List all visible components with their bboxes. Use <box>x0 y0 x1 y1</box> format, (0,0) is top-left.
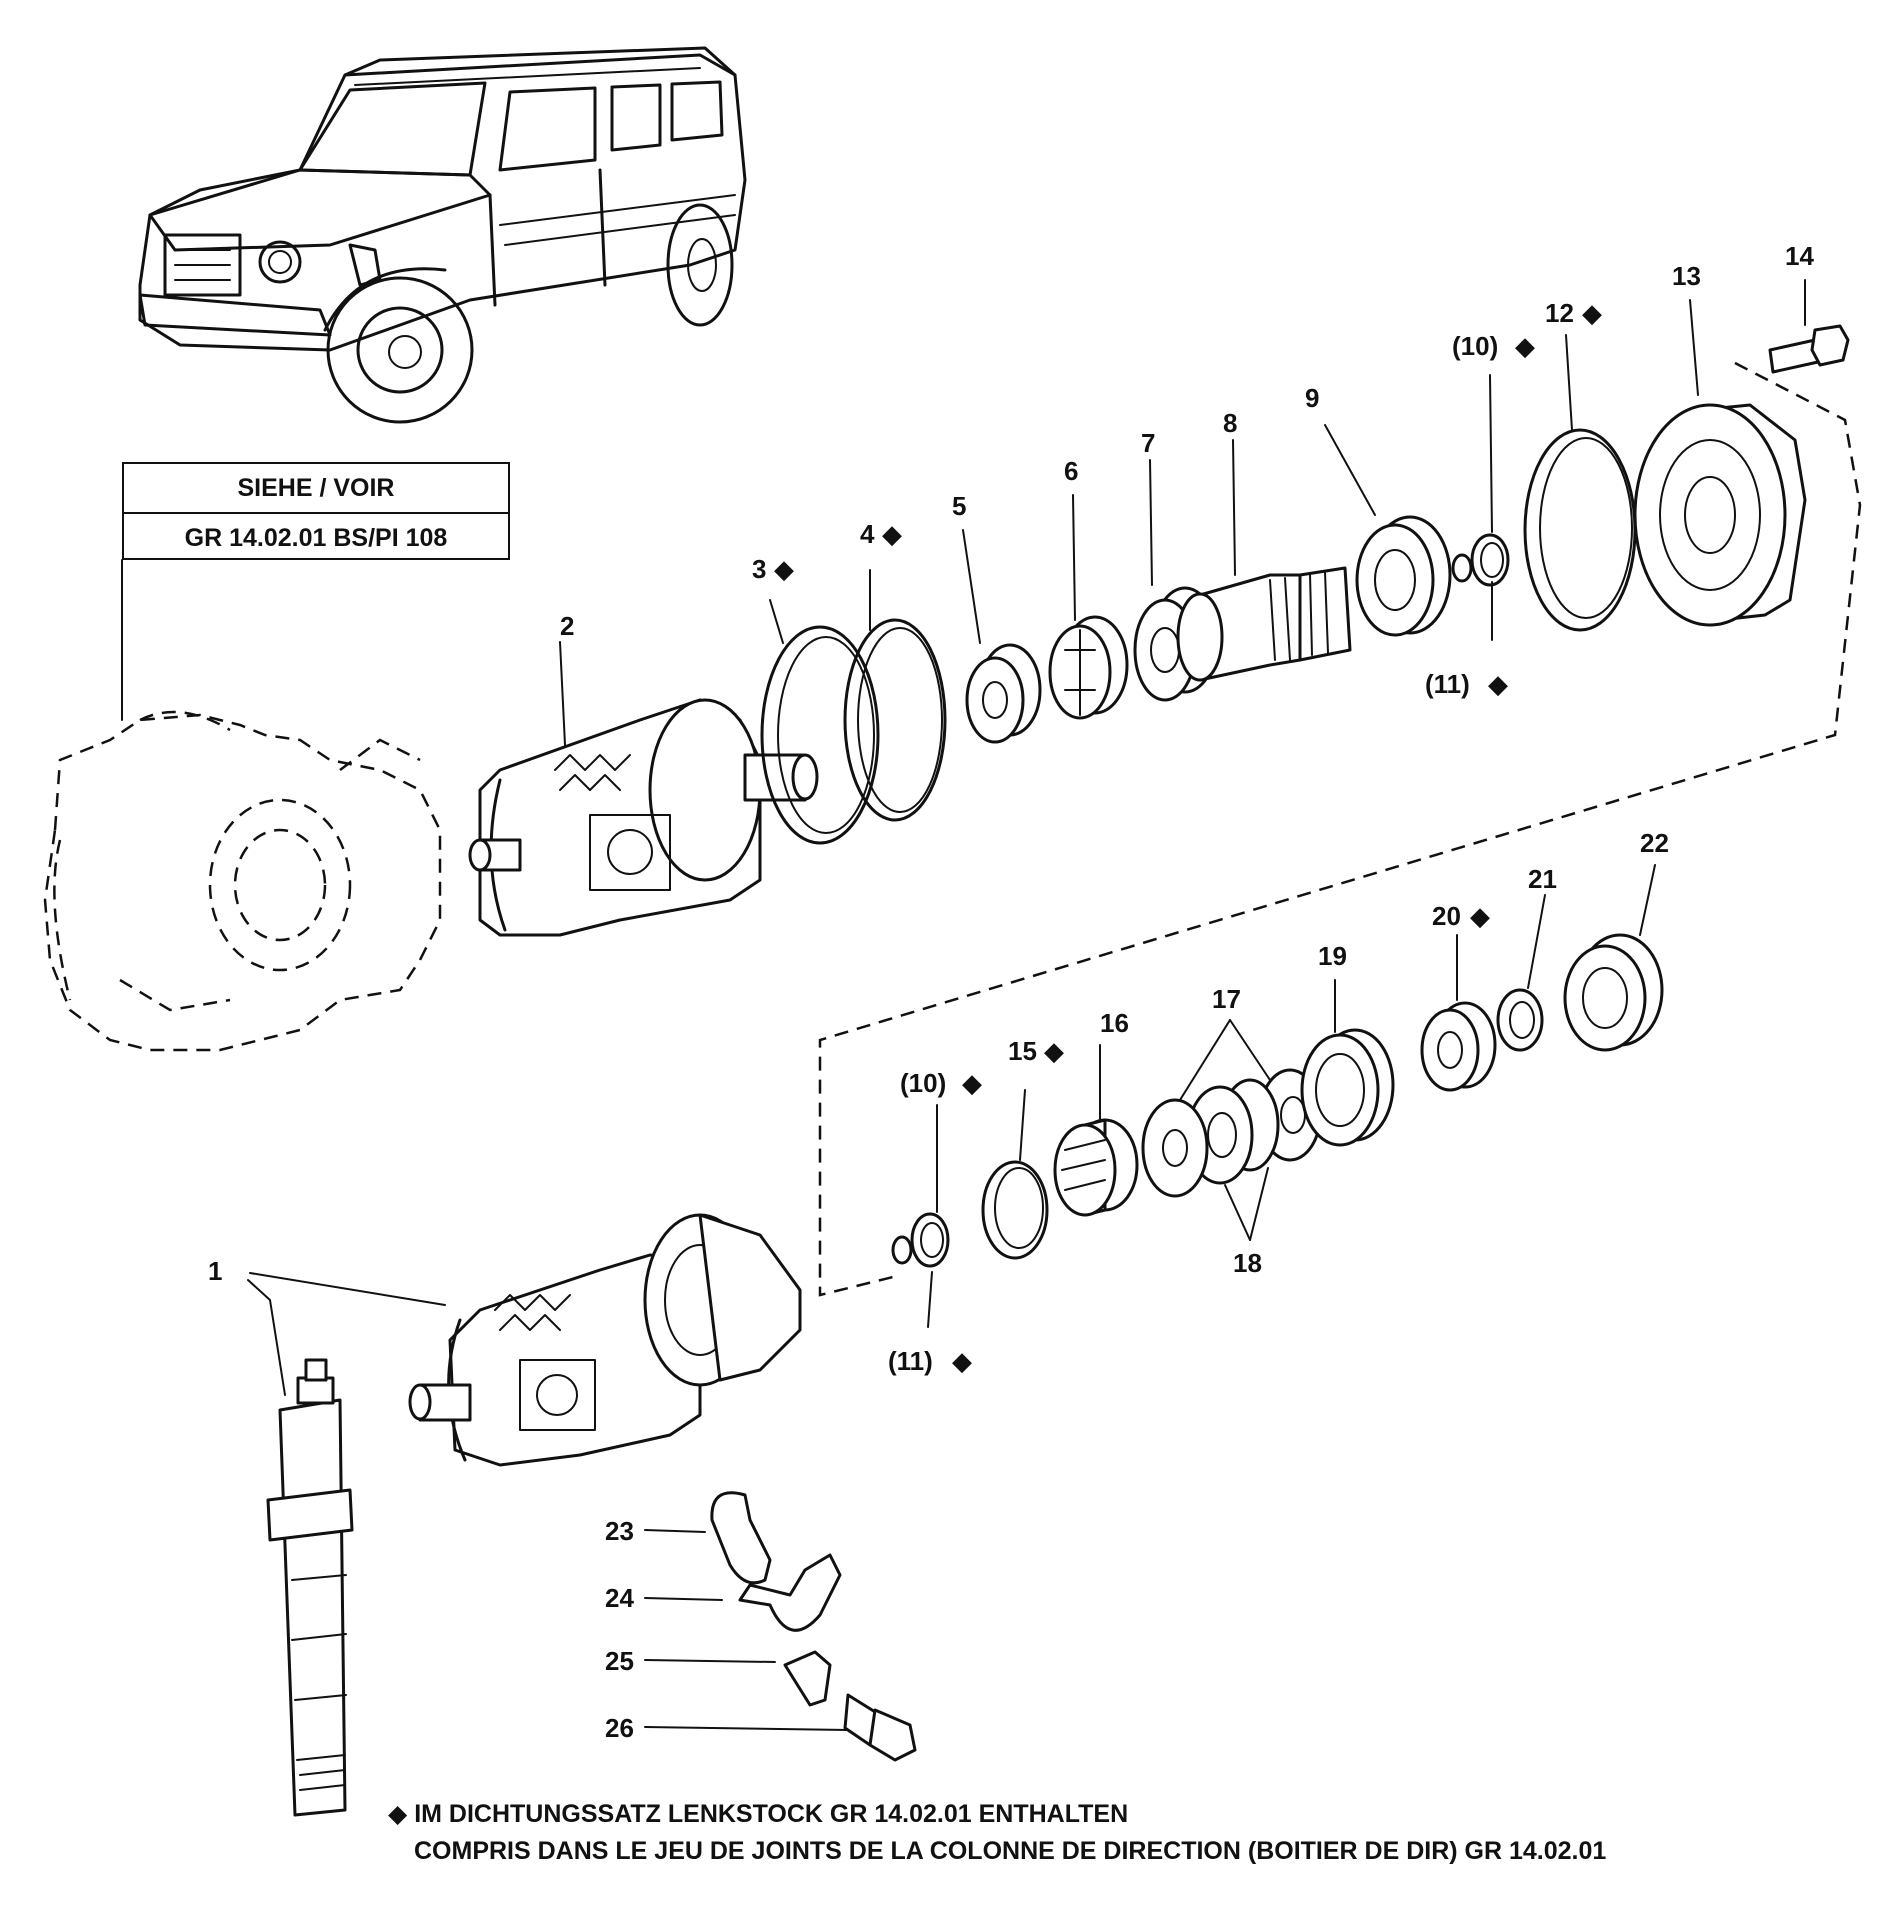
part-22-lock-nut <box>1563 933 1664 1052</box>
steering-gearbox-housing <box>43 559 442 1052</box>
label-10-lower: (10) <box>900 1068 946 1098</box>
label-11-upper-diamond: ◆ <box>1488 669 1508 699</box>
label-14: 14 <box>1785 241 1814 271</box>
footnote-marker: ◆ <box>388 1800 408 1828</box>
label-12: 12 <box>1545 298 1574 328</box>
part-15-ring <box>981 1160 1049 1260</box>
label-10-lower-diamond: ◆ <box>962 1068 982 1098</box>
label-12-diamond: ◆ <box>1582 298 1602 328</box>
label-8: 8 <box>1223 408 1237 438</box>
label-23: 23 <box>605 1516 634 1546</box>
vehicle-illustration <box>138 46 747 424</box>
reference-box-title: SIEHE / VOIR <box>237 473 395 502</box>
part-21-washer <box>1496 988 1544 1052</box>
part-8-spool <box>1176 566 1352 682</box>
label-15-diamond: ◆ <box>1044 1036 1064 1066</box>
label-1: 1 <box>208 1256 222 1286</box>
footnote-line-fr: COMPRIS DANS LE JEU DE JOINTS DE LA COLO… <box>388 1833 1868 1870</box>
label-20-diamond: ◆ <box>1470 901 1490 931</box>
label-6: 6 <box>1064 456 1078 486</box>
label-17: 17 <box>1212 984 1241 1014</box>
reference-box: SIEHE / VOIR GR 14.02.01 BS/PI 108 <box>122 462 510 560</box>
part-23-clip <box>710 1491 772 1585</box>
label-2: 2 <box>560 611 574 641</box>
part-24-bracket <box>738 1553 842 1632</box>
label-4-diamond: ◆ <box>882 519 902 549</box>
part-1-input-shaft <box>266 1358 354 1817</box>
part-11-ring-lower <box>891 1235 913 1265</box>
part-3-seal-ring <box>760 625 880 845</box>
label-22: 22 <box>1640 828 1669 858</box>
leader-lines <box>247 279 1806 1731</box>
label-21: 21 <box>1528 864 1557 894</box>
part-6-rotor <box>1048 615 1129 720</box>
label-25: 25 <box>605 1646 634 1676</box>
label-9: 9 <box>1305 383 1319 413</box>
part-1-valve-assembly <box>408 1213 802 1467</box>
part-10-ring <box>1470 533 1510 587</box>
label-3: 3 <box>752 554 766 584</box>
label-19: 19 <box>1318 941 1347 971</box>
label-20: 20 <box>1432 901 1461 931</box>
part-4-seal-ring <box>843 618 947 822</box>
footnote-line-de: ◆ IM DICHTUNGSSATZ LENKSTOCK GR 14.02.01… <box>388 1796 1868 1833</box>
label-11-upper: (11) <box>1425 669 1470 699</box>
part-13-cover <box>1633 403 1807 627</box>
part-16-needle-bearing <box>1053 1118 1139 1217</box>
part-14-bolt <box>1768 324 1850 374</box>
footnote: ◆ IM DICHTUNGSSATZ LENKSTOCK GR 14.02.01… <box>388 1796 1868 1870</box>
label-4: 4 <box>860 519 875 549</box>
part-labels: 1 2 3 ◆ 4 ◆ 5 6 7 8 9 (10) ◆ (11) ◆ 12 ◆… <box>208 241 1814 1743</box>
part-9-nut <box>1355 515 1452 637</box>
label-5: 5 <box>952 491 966 521</box>
part-2-valve-body <box>468 698 819 937</box>
label-11-lower: (11) <box>888 1346 933 1376</box>
assembly-line-upper <box>818 361 1862 1297</box>
part-20-bearing <box>1420 1001 1497 1092</box>
parts-17-18-thrust-washers <box>1141 1068 1322 1198</box>
part-12-seal-ring <box>1523 428 1637 632</box>
label-11-lower-diamond: ◆ <box>952 1346 972 1376</box>
part-25-plate <box>783 1650 832 1707</box>
label-10-upper: (10) <box>1452 331 1498 361</box>
reference-box-group: GR 14.02.01 BS/PI 108 <box>124 512 508 562</box>
part-19-bearing-race <box>1300 1028 1395 1147</box>
part-11-ring <box>1451 553 1473 583</box>
footnote-text-de: IM DICHTUNGSSATZ LENKSTOCK GR 14.02.01 E… <box>414 1800 1129 1828</box>
label-7: 7 <box>1141 428 1155 458</box>
label-15: 15 <box>1008 1036 1037 1066</box>
part-5-cap <box>965 643 1042 744</box>
label-24: 24 <box>605 1583 634 1613</box>
label-13: 13 <box>1672 261 1701 291</box>
part-26-bolt <box>843 1693 917 1762</box>
label-16: 16 <box>1100 1008 1129 1038</box>
label-10-upper-diamond: ◆ <box>1515 331 1535 361</box>
footnote-text-fr: COMPRIS DANS LE JEU DE JOINTS DE LA COLO… <box>414 1837 1607 1865</box>
part-10-ring-lower <box>910 1212 950 1268</box>
label-3-diamond: ◆ <box>774 554 794 584</box>
label-18: 18 <box>1233 1248 1262 1278</box>
label-26: 26 <box>605 1713 634 1743</box>
